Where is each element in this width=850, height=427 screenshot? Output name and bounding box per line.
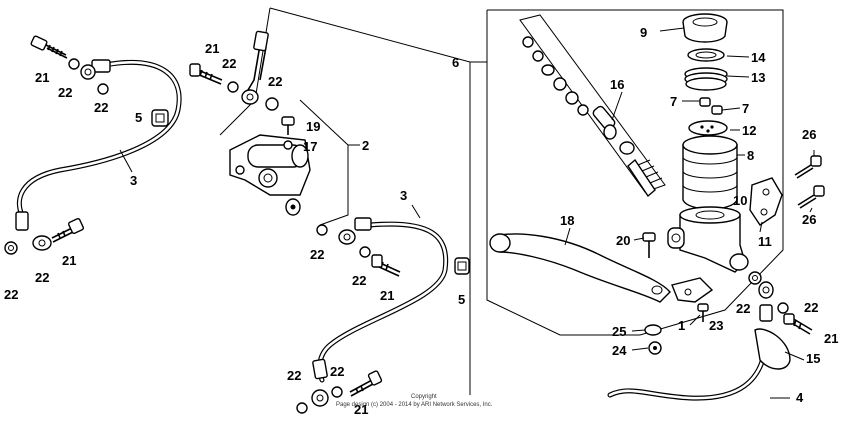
label-26-b: 26: [802, 212, 816, 227]
label-19: 19: [306, 119, 320, 134]
diaphragm-plate-12: [688, 120, 728, 136]
label-3-a: 3: [130, 173, 137, 188]
leader-lines: [411, 27, 815, 361]
brake-hose-left: [15, 59, 182, 231]
label-22-e: 22: [222, 56, 236, 71]
label-24: 24: [612, 343, 627, 358]
label-11: 11: [758, 234, 772, 249]
label-5-b: 5: [458, 292, 465, 307]
part-labels: 21 22 22 5 3 22 22 21 21 22 22 19 17 2 3…: [4, 25, 838, 417]
label-26-a: 26: [802, 127, 816, 142]
piston-kit-16: [519, 14, 666, 198]
screw-26-a: [794, 155, 822, 179]
label-22-b: 22: [94, 100, 108, 115]
brake-lever-18: [489, 233, 671, 303]
label-22-g: 22: [310, 247, 324, 262]
label-14: 14: [751, 50, 766, 65]
label-21-c: 21: [205, 41, 219, 56]
brake-hose-lower-4: [607, 328, 791, 401]
label-1: 1: [678, 318, 685, 333]
label-22-a: 22: [58, 85, 72, 100]
label-7-b: 7: [742, 101, 749, 116]
clamp-10-11: [749, 177, 783, 226]
label-22-c: 22: [4, 287, 18, 302]
label-7-a: 7: [670, 94, 677, 109]
label-18: 18: [560, 213, 574, 228]
hose-clip-5-a: [151, 109, 169, 127]
assembly-frame-6: [470, 9, 784, 336]
label-4: 4: [796, 390, 804, 405]
label-21-e: 21: [354, 402, 368, 417]
label-10: 10: [733, 193, 747, 208]
reservoir-cap-9: [682, 13, 728, 43]
label-22-k: 22: [736, 301, 750, 316]
label-5-a: 5: [135, 110, 142, 125]
label-12: 12: [742, 123, 756, 138]
banjo-bolt-21-a: [30, 35, 68, 59]
label-23: 23: [709, 318, 723, 333]
label-21-f: 21: [824, 331, 838, 346]
label-2: 2: [362, 138, 369, 153]
label-22-i: 22: [287, 368, 301, 383]
label-17: 17: [303, 139, 317, 154]
label-9: 9: [640, 25, 647, 40]
copyright-line-2: Page design (c) 2004 - 2014 by ARI Netwo…: [336, 402, 493, 408]
label-6: 6: [452, 55, 459, 70]
label-16: 16: [610, 77, 624, 92]
copyright-line-1: Copyright: [411, 394, 437, 400]
label-22-d: 22: [35, 270, 49, 285]
label-15: 15: [806, 351, 820, 366]
screw-26-b: [797, 185, 825, 209]
hose-clip-5-b: [454, 257, 470, 275]
label-13: 13: [751, 70, 765, 85]
diaphragm-8: [682, 135, 738, 210]
label-22-f: 22: [268, 74, 282, 89]
label-20: 20: [616, 233, 630, 248]
brake-hose-center: [311, 217, 449, 407]
label-21-d: 21: [380, 288, 394, 303]
copyright-notice: Copyright Page design (c) 2004 - 2014 by…: [336, 394, 493, 408]
label-3-b: 3: [400, 188, 407, 203]
switch-bracket-1: [671, 277, 714, 303]
label-21-b: 21: [62, 253, 76, 268]
caliper-body-2: [229, 134, 311, 216]
label-8: 8: [747, 148, 754, 163]
label-22-h: 22: [352, 273, 366, 288]
label-25: 25: [612, 324, 626, 339]
label-21-a: 21: [35, 70, 49, 85]
label-22-l: 22: [804, 300, 818, 315]
master-cylinder-body: [667, 206, 749, 273]
label-22-j: 22: [330, 364, 344, 379]
